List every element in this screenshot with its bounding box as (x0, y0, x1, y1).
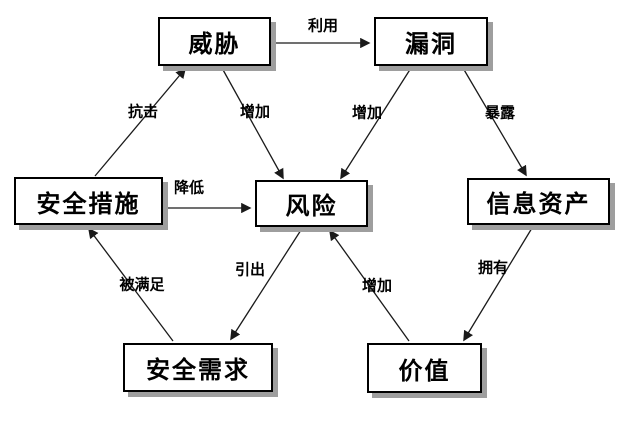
edge-value-increases-risk (329, 229, 410, 342)
edge-label-own: 拥有 (477, 258, 509, 277)
edge-label-increase-threat: 增加 (239, 102, 271, 121)
edge-label-increase-value: 增加 (361, 276, 393, 295)
node-vulnerability: 漏洞 (374, 17, 488, 66)
edge-label-leads-to: 引出 (234, 260, 266, 279)
edge-threat-increases-risk (221, 67, 284, 180)
node-value: 价值 (367, 343, 482, 393)
edge-label-expose: 暴露 (484, 103, 516, 122)
edge-risk-leads-to-requirements (230, 229, 302, 341)
edge-measures-resist-threat (94, 67, 187, 177)
edge-label-satisfied-by: 被满足 (119, 275, 165, 294)
edge-label-resist: 抗击 (127, 102, 159, 121)
edge-requirements-satisfied-by-measures (88, 227, 174, 342)
edge-label-exploit: 利用 (307, 16, 339, 35)
node-threat: 威胁 (158, 17, 271, 66)
edge-label-reduce: 降低 (173, 178, 205, 197)
node-information-assets: 信息资产 (467, 178, 610, 225)
edge-vulnerability-exposes-assets (462, 67, 527, 177)
edge-label-increase-vulnerability: 增加 (351, 103, 383, 122)
node-risk: 风险 (255, 180, 368, 227)
node-security-measures: 安全措施 (14, 177, 163, 225)
edge-vulnerability-increases-risk (340, 67, 412, 180)
node-security-requirements: 安全需求 (123, 343, 273, 392)
edge-assets-own-value (463, 227, 533, 342)
